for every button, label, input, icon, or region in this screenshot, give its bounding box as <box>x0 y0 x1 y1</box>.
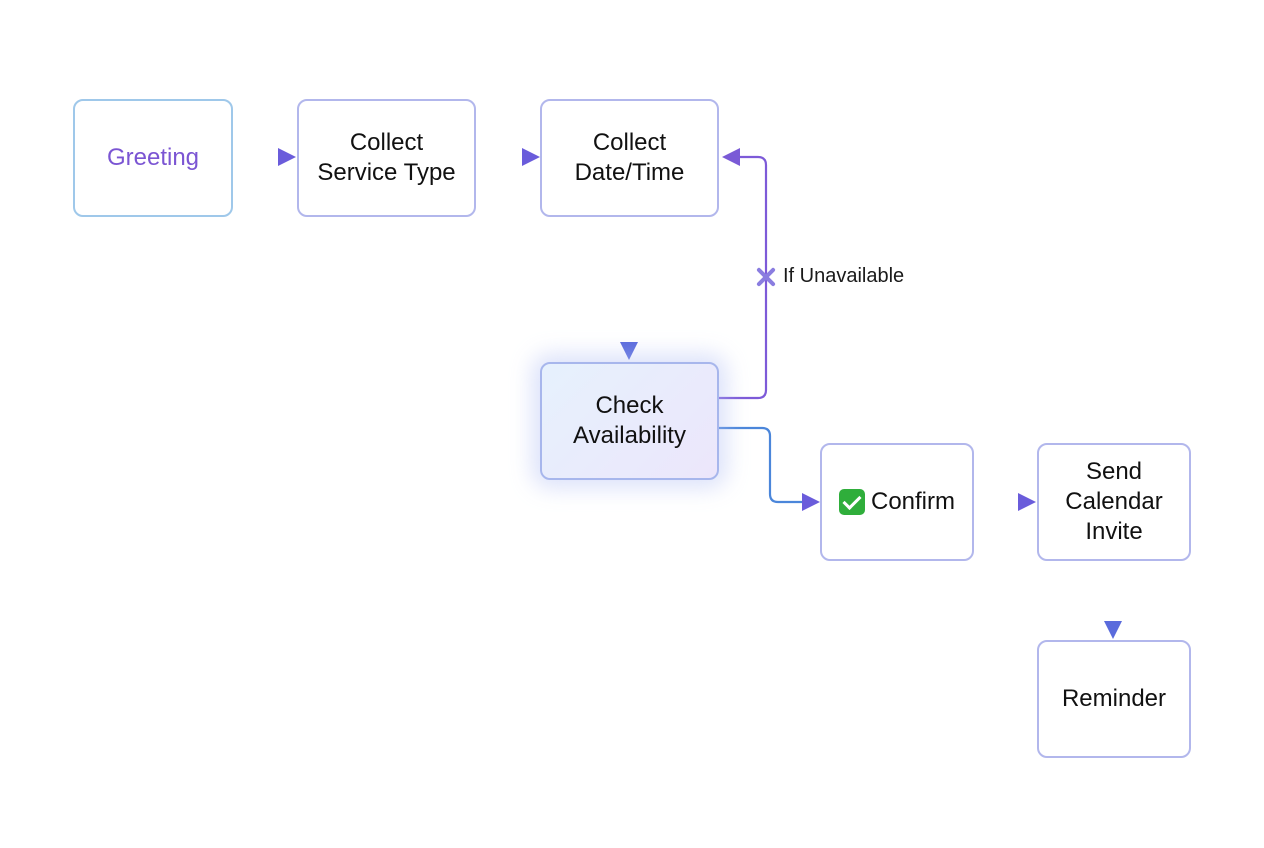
node-collect-service-type-label: Collect Service Type <box>317 129 456 186</box>
edge-invite-to-reminder <box>1104 562 1122 639</box>
edge-check-to-confirm <box>719 426 820 511</box>
node-send-calendar-invite-label: Send Calendar Invite <box>1065 458 1163 545</box>
node-check-availability: Check Availability <box>540 362 719 480</box>
node-collect-date-time: Collect Date/Time <box>540 99 719 217</box>
edge-confirm-to-invite <box>974 493 1036 511</box>
edge-greeting-to-service <box>233 148 296 166</box>
node-collect-date-time-label: Collect Date/Time <box>574 129 685 186</box>
edge-label-if-unavailable: If Unavailable <box>755 265 904 288</box>
node-send-calendar-invite: Send Calendar Invite <box>1037 443 1191 561</box>
edge-service-to-datetime <box>476 148 540 166</box>
check-mark-icon <box>838 489 865 515</box>
node-greeting-label: Greeting <box>106 144 200 171</box>
node-confirm: Confirm <box>820 443 974 561</box>
node-reminder: Reminder <box>1037 640 1191 758</box>
x-mark-icon <box>755 266 777 288</box>
node-check-availability-label: Check Availability <box>573 392 686 449</box>
node-reminder-label: Reminder <box>1061 685 1167 712</box>
node-collect-service-type: Collect Service Type <box>297 99 476 217</box>
edge-datetime-to-check <box>620 217 638 360</box>
node-confirm-label: Confirm <box>870 488 955 515</box>
node-greeting: Greeting <box>73 99 233 217</box>
edge-label-if-unavailable-text: If Unavailable <box>783 265 905 287</box>
